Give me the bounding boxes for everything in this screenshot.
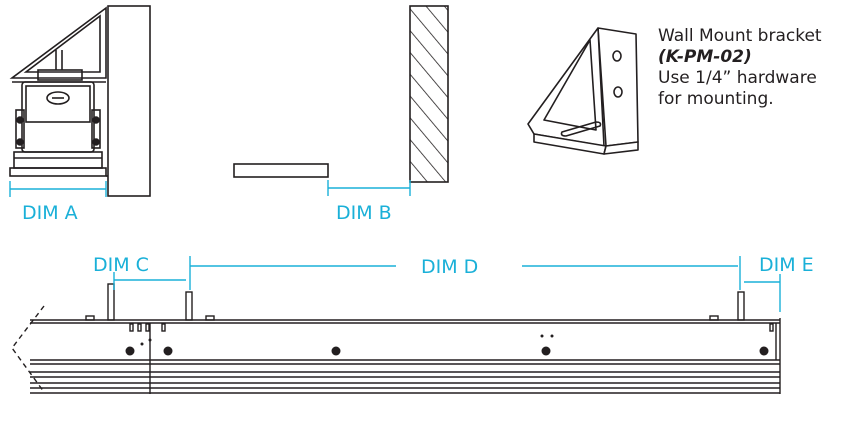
fixture-fasteners bbox=[125, 334, 769, 356]
mounting-hole-top bbox=[612, 50, 622, 62]
bracket-note-title: Wall Mount bracket bbox=[658, 26, 822, 46]
knockout-oval bbox=[46, 91, 70, 105]
side-bracket bbox=[9, 6, 107, 79]
wall-mount-bracket-illustration bbox=[527, 27, 639, 155]
dim-c-label: DIM C bbox=[93, 254, 149, 276]
mount-post-1 bbox=[107, 283, 115, 321]
dim-cde-callouts bbox=[113, 256, 781, 312]
wall-clearance-view bbox=[233, 5, 449, 183]
mounting-hole-bottom bbox=[613, 86, 623, 98]
dim-d-label: DIM D bbox=[421, 256, 478, 278]
dim-b-label: DIM B bbox=[336, 202, 392, 224]
mount-post-3 bbox=[737, 291, 745, 321]
bracket-part-number: (K-PM-02) bbox=[658, 47, 752, 67]
side-view-fixture-assembly bbox=[9, 5, 151, 197]
dim-a-label: DIM A bbox=[22, 202, 78, 224]
mounting-slot bbox=[560, 121, 602, 137]
fixture-elevation bbox=[11, 283, 781, 394]
bracket-mounting-note: for mounting. bbox=[658, 89, 774, 109]
bracket-note: Wall Mount bracket (K-PM-02) Use 1/4” ha… bbox=[658, 26, 822, 110]
wall-section bbox=[107, 5, 151, 197]
bracket-hardware-note: Use 1/4” hardware bbox=[658, 68, 817, 88]
hatched-wall bbox=[409, 5, 449, 183]
dim-e-label: DIM E bbox=[759, 254, 814, 276]
fixture-end-profile bbox=[233, 163, 329, 178]
mount-post-2 bbox=[185, 291, 193, 321]
dim-a-callout bbox=[9, 181, 107, 197]
break-line bbox=[11, 305, 45, 393]
dim-b-callout bbox=[327, 180, 411, 196]
